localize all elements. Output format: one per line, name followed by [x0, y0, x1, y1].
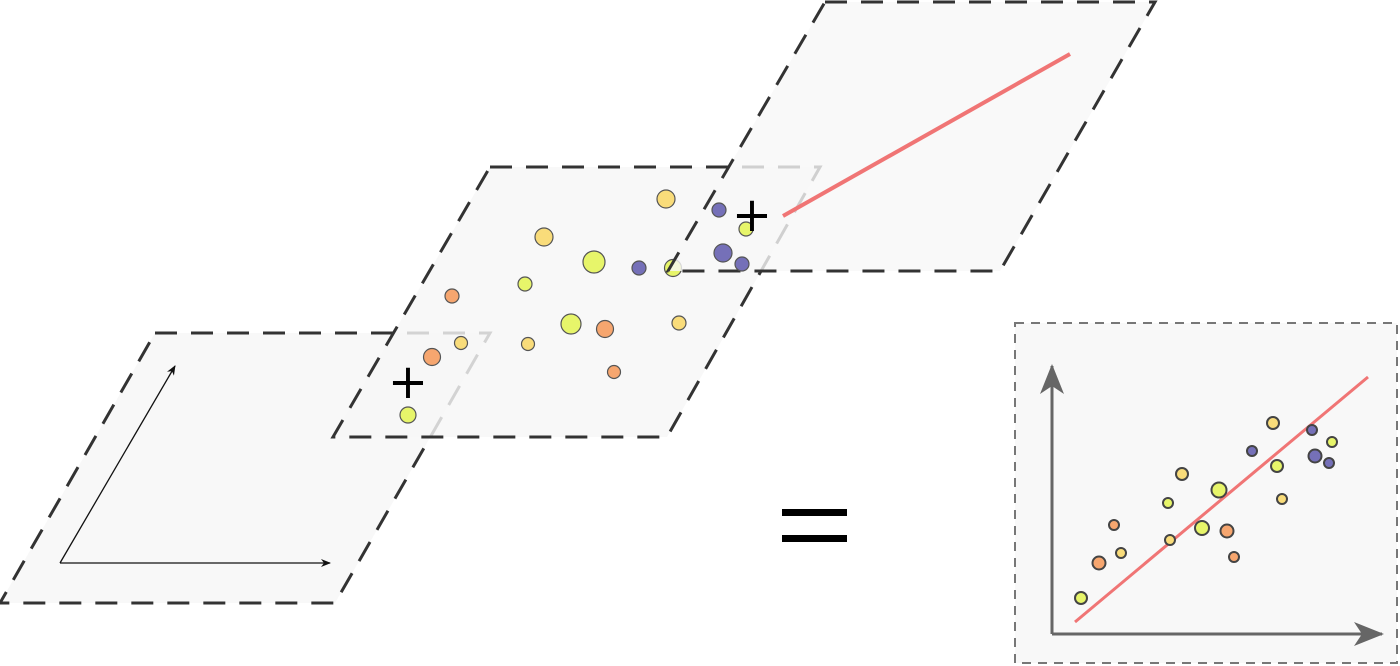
data-points [399, 189, 687, 424]
plus-sign: + [732, 187, 772, 243]
data-point [1210, 481, 1228, 499]
data-point [595, 319, 615, 339]
data-point [1246, 445, 1258, 457]
data-point [606, 364, 622, 380]
data-point [1306, 424, 1318, 436]
data-point [1108, 519, 1120, 531]
data-point [734, 256, 750, 272]
data-point [582, 250, 606, 274]
data-point [1228, 551, 1240, 563]
data-point [1219, 523, 1235, 539]
data-point [671, 315, 687, 331]
result-scatter-plot [1014, 322, 1398, 664]
result-plot-frame [1014, 322, 1398, 664]
regression-line [782, 52, 1071, 218]
data-point [1162, 497, 1174, 509]
data-point [1323, 457, 1335, 469]
data-point [738, 221, 754, 237]
data-point [422, 347, 442, 367]
data-point [1276, 493, 1288, 505]
data-point [1115, 547, 1127, 559]
data-point [1175, 467, 1189, 481]
data-point [631, 260, 647, 276]
data-point [1074, 591, 1088, 605]
data-point [399, 406, 417, 424]
data-point [711, 202, 727, 218]
data-point [656, 189, 676, 209]
data-point [517, 276, 533, 292]
data-point [1266, 416, 1280, 430]
data-point [1326, 436, 1338, 448]
data-point [1270, 459, 1284, 473]
data-point [1194, 520, 1210, 536]
data-point [713, 243, 733, 263]
y-axis-arrow-icon [59, 365, 176, 564]
data-point [444, 288, 460, 304]
regression-line [1074, 375, 1369, 624]
plus-sign: + [388, 354, 428, 410]
data-point [1164, 534, 1176, 546]
data-point [534, 227, 554, 247]
equals-sign [782, 509, 847, 542]
data-point [560, 313, 582, 335]
regression-line-plane [665, 0, 1158, 273]
data-point [1307, 448, 1323, 464]
data-point [520, 336, 536, 352]
data-point [1091, 555, 1107, 571]
regression-line-plane-outline [665, 0, 1158, 273]
data-point [453, 335, 469, 351]
